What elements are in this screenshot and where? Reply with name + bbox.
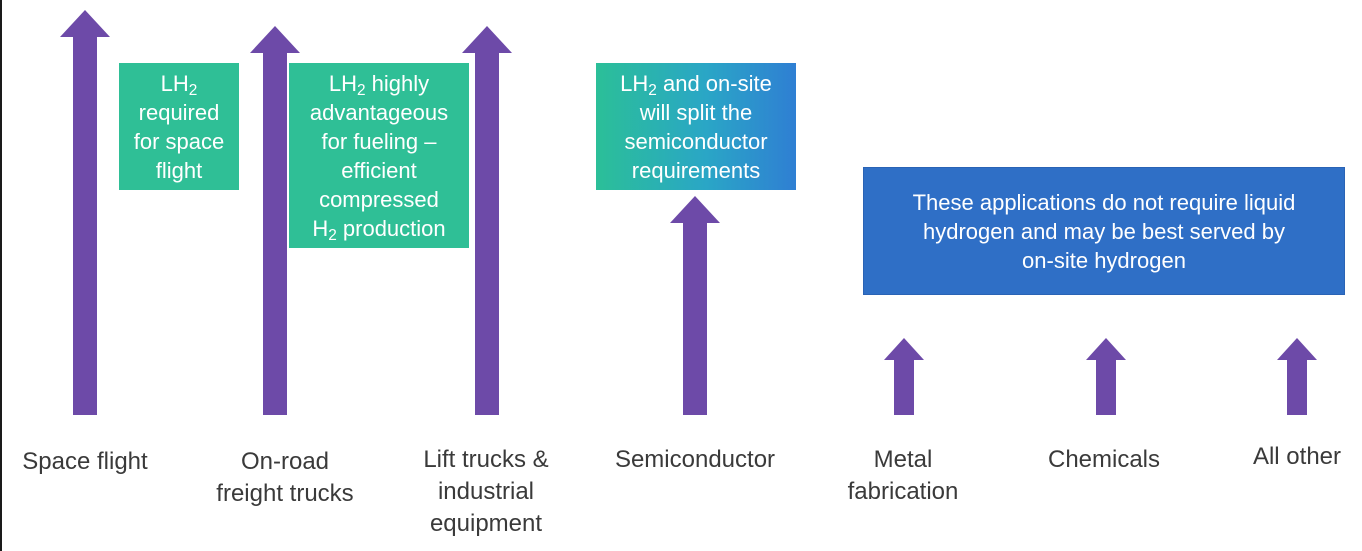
arrow-freight-trucks (250, 26, 300, 415)
arrow-space-flight (60, 10, 110, 415)
label-metal-fabrication: Metal fabrication (847, 446, 959, 505)
left-border (0, 0, 2, 551)
arrow-all-other (1277, 338, 1317, 415)
semiconductor-note: LH2 and on-site will split the semicondu… (596, 63, 796, 190)
label-chemicals: Chemicals (1047, 446, 1161, 473)
arrow-semiconductor (670, 196, 720, 415)
label-semiconductor: Semiconductor (614, 446, 776, 473)
label-space-flight: Space flight (22, 448, 148, 475)
label-lift-trucks: Lift trucks & industrial equipment (423, 446, 549, 537)
onsite-hydrogen-note: These applications do not require liquid… (863, 167, 1345, 295)
label-all-other: All other (1252, 443, 1342, 470)
arrow-metal-fabrication (884, 338, 924, 415)
arrow-chemicals (1086, 338, 1126, 415)
arrow-lift-trucks (462, 26, 512, 415)
label-freight-trucks: On-road freight trucks (216, 448, 354, 507)
space-flight-note: LH2 required for space flight (119, 63, 239, 190)
fueling-note: LH2 highly advantageous for fueling – ef… (289, 63, 469, 248)
